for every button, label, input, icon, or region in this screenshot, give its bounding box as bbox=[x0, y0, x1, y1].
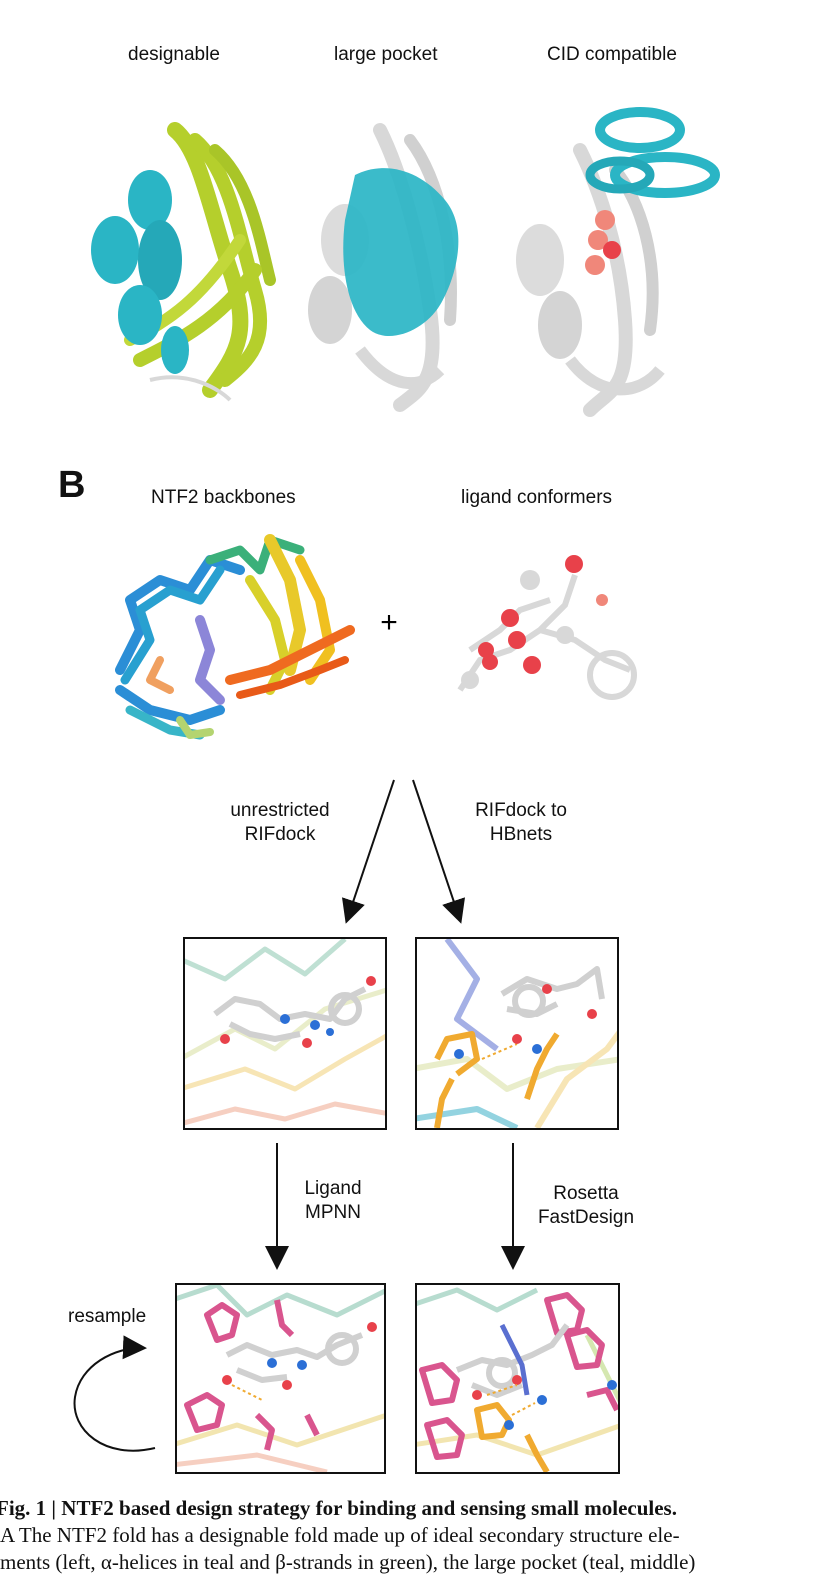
caption-title: Fig. 1 | NTF2 based design strategy for … bbox=[0, 1496, 677, 1520]
design-result-fastdesign-image bbox=[417, 1287, 618, 1472]
label-large-pocket: large pocket bbox=[334, 44, 438, 65]
ligand-conformer-ensemble bbox=[457, 555, 637, 700]
caption-line-2: ments (left, α-helices in teal and β-str… bbox=[0, 1550, 696, 1574]
design-result-ligand-mpnn bbox=[175, 1283, 386, 1474]
label-resample: resample bbox=[68, 1306, 147, 1327]
label-ligand-conformers: ligand conformers bbox=[461, 487, 613, 508]
caption-line-1: A The NTF2 fold has a designable fold ma… bbox=[0, 1523, 680, 1547]
label-unrestricted-rifdock: unrestricted RIFdock bbox=[230, 800, 330, 845]
label-cid-compatible: CID compatible bbox=[547, 44, 677, 65]
docking-result-hbnets bbox=[415, 937, 619, 1130]
ntf2-backbone-ensemble bbox=[115, 534, 355, 740]
protein-structures-panel-a bbox=[91, 107, 720, 417]
resample-loop-arrow bbox=[73, 1335, 156, 1452]
large-pocket-structure bbox=[308, 123, 459, 412]
label-rifdock-to-hbnets: RIFdock to HBnets bbox=[475, 800, 567, 845]
design-arrows bbox=[265, 1143, 525, 1270]
label-designable: designable bbox=[128, 44, 220, 65]
design-result-fastdesign bbox=[415, 1283, 620, 1474]
label-ligand-mpnn: Ligand MPNN bbox=[304, 1178, 362, 1223]
docking-arrows bbox=[341, 779, 466, 924]
label-rosetta-fastdesign: Rosetta FastDesign bbox=[537, 1183, 635, 1228]
docking-result-unrestricted bbox=[183, 937, 387, 1130]
docking-result-hbnets-image bbox=[417, 939, 617, 1128]
docking-result-unrestricted-image bbox=[185, 939, 385, 1126]
plus-sign: + bbox=[380, 606, 398, 639]
label-ntf2-backbones: NTF2 backbones bbox=[151, 487, 296, 508]
design-result-ligand-mpnn-image bbox=[177, 1285, 384, 1472]
panel-letter-b: B bbox=[58, 464, 86, 506]
backbones-and-ligands: + bbox=[115, 534, 637, 740]
designable-structure bbox=[91, 122, 276, 402]
cid-compatible-structure bbox=[516, 107, 720, 417]
